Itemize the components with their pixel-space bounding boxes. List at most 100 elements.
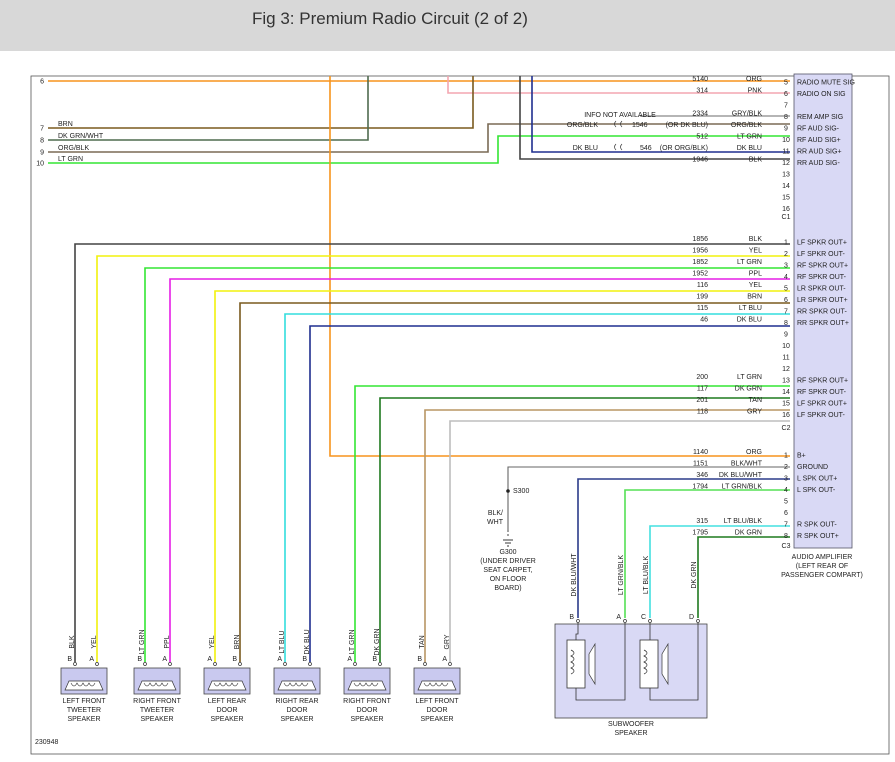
c2-pin-12: 12 bbox=[782, 366, 790, 373]
wire-c2-6 bbox=[239, 302, 790, 662]
wire-blk-rr-aud bbox=[519, 76, 790, 160]
inline-connector-mark bbox=[614, 120, 617, 128]
c3-color-2: BLK/WHT bbox=[731, 461, 763, 468]
c3-circuit-7: 315 bbox=[696, 518, 708, 525]
c2-color-16: GRY bbox=[747, 409, 762, 416]
c3-pin-4: 4 bbox=[784, 487, 788, 494]
speaker-wire-a: GRY bbox=[444, 634, 451, 649]
wire-c2-13 bbox=[354, 385, 790, 662]
c1-signal-9: RF AUD SIG- bbox=[797, 126, 840, 133]
c1-pin-7: 7 bbox=[784, 103, 788, 110]
c2-signal-4: RF SPKR OUT- bbox=[797, 274, 847, 281]
wire-c2-3 bbox=[144, 267, 790, 662]
speaker-name: SPEAKER bbox=[280, 716, 313, 723]
c2-signal-6: LR SPKR OUT+ bbox=[797, 297, 848, 304]
subwoofer-coil-frame bbox=[639, 639, 659, 689]
wire-pnk-radio-on bbox=[447, 76, 790, 94]
c2-pin-9: 9 bbox=[784, 332, 788, 339]
c2-label: C2 bbox=[782, 425, 791, 432]
c2-color-13: LT GRN bbox=[737, 374, 762, 381]
c1-color-9: ORG/BLK bbox=[731, 122, 762, 129]
speaker-5 bbox=[343, 667, 391, 695]
c2-circuit-3: 1852 bbox=[692, 259, 708, 266]
c1-pin-8: 8 bbox=[784, 114, 788, 121]
subwoofer-coil bbox=[570, 649, 575, 675]
c3-color-3: DK BLU/WHT bbox=[719, 472, 763, 479]
c1-pin-15: 15 bbox=[782, 195, 790, 202]
speaker-name: DOOR bbox=[357, 707, 378, 714]
c2-signal-13: RF SPKR OUT+ bbox=[797, 378, 848, 385]
c1-circuit-12: 1946 bbox=[692, 157, 708, 164]
c3-color-7: LT BLU/BLK bbox=[724, 518, 763, 525]
c3-pin-8: 8 bbox=[784, 533, 788, 540]
wire-org-blk bbox=[48, 123, 790, 153]
c3-circuit-1: 1140 bbox=[693, 449, 708, 456]
page-title: Fig 3: Premium Radio Circuit (2 of 2) bbox=[252, 9, 528, 28]
c2-pin-7: 7 bbox=[784, 309, 788, 316]
c1-signal-8: REM AMP SIG bbox=[797, 114, 843, 121]
c1-pin-6: 6 bbox=[784, 91, 788, 98]
speaker-pin-a: B bbox=[302, 656, 307, 663]
speaker-4 bbox=[273, 667, 321, 695]
ground-label: G300 bbox=[499, 549, 516, 556]
c1-circuit-9: (OR DK BLU) bbox=[666, 122, 708, 129]
speaker-name: LEFT FRONT bbox=[415, 698, 459, 705]
c2-circuit-6: 199 bbox=[696, 294, 708, 301]
c1-signal-6: RADIO ON SIG bbox=[797, 91, 846, 98]
left-wire-color-7: BRN bbox=[58, 121, 73, 128]
c3-color-1: ORG bbox=[746, 449, 762, 456]
c2-color-2: YEL bbox=[749, 248, 762, 255]
subwoofer-name: SPEAKER bbox=[614, 730, 647, 737]
speaker-pin bbox=[423, 662, 427, 666]
c3-circuit-8: 1795 bbox=[692, 530, 708, 537]
inline-connector-mark bbox=[620, 143, 623, 151]
wire-lt-grn bbox=[48, 135, 790, 164]
c1-pin-14: 14 bbox=[782, 183, 790, 190]
c2-pin-2: 2 bbox=[784, 251, 788, 258]
wire-c2-7 bbox=[284, 313, 790, 662]
wire-c2-1 bbox=[74, 243, 790, 662]
c2-circuit-8: 46 bbox=[700, 317, 708, 324]
subwoofer-pin bbox=[696, 619, 700, 623]
speaker-name: DOOR bbox=[217, 707, 238, 714]
speaker-name: TWEETER bbox=[140, 707, 174, 714]
wire-dk-blu-wht bbox=[577, 478, 790, 618]
c1-pin-11: 11 bbox=[782, 149, 789, 156]
amplifier-label: (LEFT REAR OF bbox=[796, 563, 848, 570]
speaker-wire-a: BRN bbox=[234, 635, 241, 650]
wire-lt-grn-blk bbox=[624, 489, 790, 618]
wire-dk-blu-rr-aud bbox=[531, 76, 790, 153]
title-bar: Fig 3: Premium Radio Circuit (2 of 2) bbox=[0, 0, 895, 51]
c2-circuit-5: 116 bbox=[697, 282, 708, 289]
speaker-pin-b: B bbox=[417, 656, 422, 663]
subwoofer-pin bbox=[576, 619, 580, 623]
c3-signal-2: GROUND bbox=[797, 464, 828, 471]
speaker-name: DOOR bbox=[427, 707, 448, 714]
c2-color-1: BLK bbox=[749, 236, 763, 243]
info-note: INFO NOT AVAILABLE bbox=[584, 112, 656, 119]
c3-signal-4: L SPK OUT- bbox=[797, 487, 836, 494]
wire-c2-16 bbox=[449, 420, 790, 662]
c3-pin-1: 1 bbox=[784, 453, 788, 460]
c2-color-15: TAN bbox=[749, 397, 762, 404]
c1-extra-1546: 1546 bbox=[632, 122, 648, 129]
c1-pin-13: 13 bbox=[782, 172, 790, 179]
c2-color-8: DK BLU bbox=[737, 317, 762, 324]
left-wire-color-9: ORG/BLK bbox=[58, 145, 89, 152]
c1-pin-10: 10 bbox=[782, 137, 790, 144]
c2-signal-16: LF SPKR OUT- bbox=[797, 412, 846, 419]
subwoofer-wire-label: LT GRN/BLK bbox=[618, 555, 625, 596]
speaker-name: LEFT FRONT bbox=[62, 698, 106, 705]
subwoofer-pin-label: A bbox=[616, 614, 621, 621]
wire-dk-grn-sub bbox=[697, 536, 790, 618]
c2-pin-16: 16 bbox=[782, 412, 790, 419]
c2-circuit-14: 117 bbox=[697, 386, 708, 393]
speaker-wire-b: LT GRN bbox=[139, 629, 146, 654]
subwoofer-wire-label: DK BLU/WHT bbox=[571, 553, 578, 597]
speaker-3 bbox=[203, 667, 251, 695]
c1-extra-orgblk: ORG/BLK bbox=[567, 122, 598, 129]
speaker-name: DOOR bbox=[287, 707, 308, 714]
subwoofer-pin-label: C bbox=[641, 614, 646, 621]
ground-wire-label: WHT bbox=[487, 519, 504, 526]
speaker-coil bbox=[353, 682, 379, 687]
